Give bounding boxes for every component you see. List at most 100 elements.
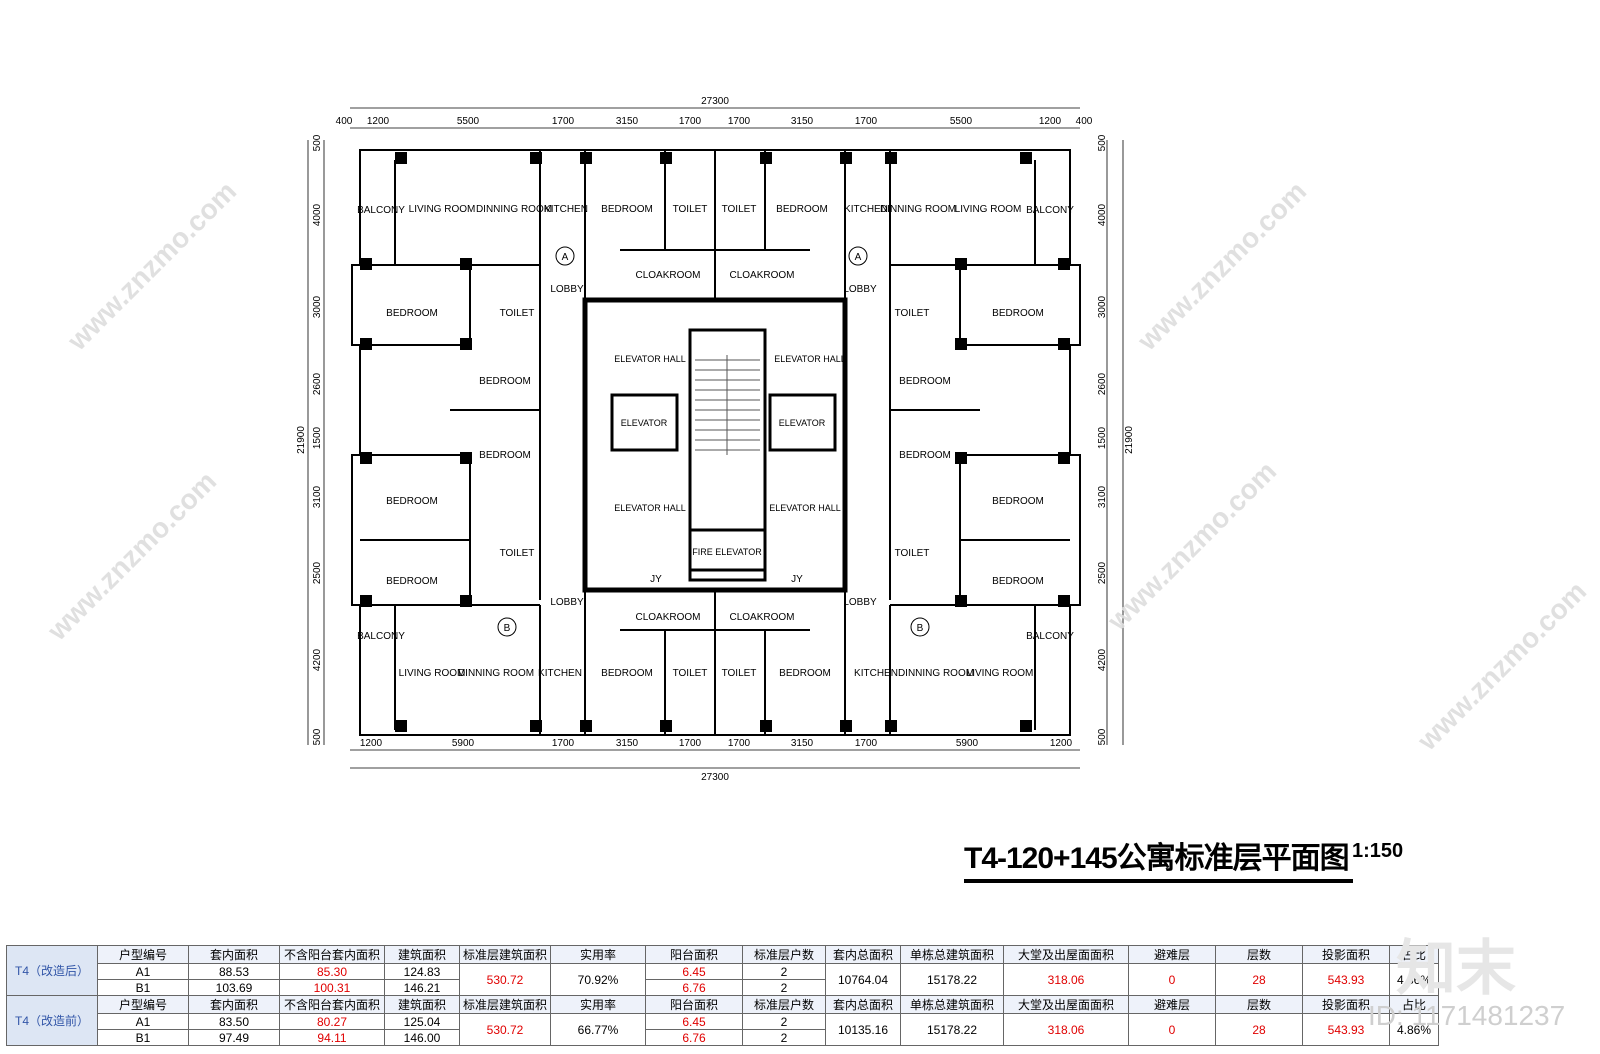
dim-right-7: 2500 [1097, 561, 1108, 584]
room-bedroom: BEDROOM [776, 204, 828, 215]
room-lobby: LOBBY [550, 597, 584, 608]
room-balcony: BALCONY [1026, 631, 1074, 642]
area-statistics-table: T4（改造后） 户型编号 套内面积 不含阳台套内面积 建筑面积 标准层建筑面积 … [6, 945, 1439, 1046]
dim-bottom-7: 3150 [791, 738, 814, 749]
room-cloakroom: CLOAKROOM [635, 612, 700, 623]
cell-floor-area: 530.72 [459, 1013, 551, 1046]
floor-plan-drawing: 27300 400 1200 5500 1700 3150 1700 1700 … [296, 96, 1135, 783]
room-balcony: BALCONY [1026, 205, 1074, 216]
cell-inner: 83.50 [188, 1013, 280, 1030]
cell-type: A1 [97, 963, 189, 980]
header-cell: 套内总面积 [825, 995, 901, 1014]
cell-ratio: 4.86% [1389, 963, 1439, 996]
dim-bottom-6: 1700 [728, 738, 751, 749]
room-bedroom: BEDROOM [479, 376, 531, 387]
table-header-row: T4（改造后） 户型编号 套内面积 不含阳台套内面积 建筑面积 标准层建筑面积 … [6, 945, 1439, 996]
cell-floors: 28 [1215, 1013, 1303, 1046]
dim-right-6: 3100 [1097, 485, 1108, 508]
room-elevator-hall: ELEVATOR HALL [614, 354, 686, 364]
dim-top-6: 1700 [679, 116, 702, 127]
cell-total-inner: 10764.04 [825, 963, 901, 996]
header-cell: 套内面积 [188, 945, 280, 964]
cell-floor-area: 530.72 [459, 963, 551, 996]
dim-total-bottom: 27300 [701, 772, 729, 783]
room-balcony: BALCONY [357, 631, 405, 642]
dim-left-total: 21900 [296, 426, 307, 454]
unit-markers [497, 246, 930, 637]
dim-left-9: 500 [312, 728, 323, 745]
header-cell: 投影面积 [1302, 945, 1390, 964]
dim-left-3: 3000 [312, 295, 323, 318]
brand-id: ID: 1171481237 [1368, 1000, 1566, 1031]
room-bedroom: BEDROOM [992, 496, 1044, 507]
unit-a-label: A [562, 252, 569, 263]
drawing-title-block: T4-120+145公寓标准层平面图 [964, 833, 1353, 883]
header-cell: 建筑面积 [384, 995, 460, 1014]
dim-bottom-9: 5900 [956, 738, 979, 749]
dim-bottom-4: 3150 [616, 738, 639, 749]
dim-top-7: 1700 [728, 116, 751, 127]
room-kitchen: KITCHEN [544, 204, 588, 215]
header-cell: 避难层 [1128, 945, 1216, 964]
header-cell: 大堂及出屋面面积 [1003, 945, 1129, 964]
room-kitchen: KITCHEN [854, 668, 898, 679]
dim-right-4: 2600 [1097, 372, 1108, 395]
room-toilet: TOILET [895, 308, 930, 319]
cell-no-balcony: 100.31 [279, 979, 385, 996]
header-cell: 套内总面积 [825, 945, 901, 964]
header-cell: 标准层户数 [742, 995, 826, 1014]
cell-balcony: 6.45 [645, 963, 743, 980]
room-cloakroom: CLOAKROOM [635, 270, 700, 281]
cell-no-balcony: 85.30 [279, 963, 385, 980]
cell-balcony: 6.45 [645, 1013, 743, 1030]
room-toilet: TOILET [895, 548, 930, 559]
dim-bottom-5: 1700 [679, 738, 702, 749]
dim-bottom-1: 1200 [360, 738, 383, 749]
cell-usage: 66.77% [550, 1013, 646, 1046]
room-bedroom: BEDROOM [992, 308, 1044, 319]
header-cell: 实用率 [550, 995, 646, 1014]
cell-usage: 70.92% [550, 963, 646, 996]
header-cell: 阳台面积 [645, 995, 743, 1014]
cell-no-balcony: 80.27 [279, 1013, 385, 1030]
room-bedroom: BEDROOM [899, 450, 951, 461]
dim-top-2: 1200 [367, 116, 390, 127]
cell-building: 124.83 [384, 963, 460, 980]
room-elevator-hall: ELEVATOR HALL [769, 503, 841, 513]
room-elevator: ELEVATOR [779, 418, 826, 428]
table-row: B1 103.69 100.31 146.21 6.76 2 [7, 979, 1439, 996]
dim-top-8: 3150 [791, 116, 814, 127]
dim-top-3: 5500 [457, 116, 480, 127]
room-fire-elevator: FIRE ELEVATOR [692, 547, 762, 557]
room-elevator-hall: ELEVATOR HALL [614, 503, 686, 513]
stair-shaft [688, 328, 767, 572]
dim-bottom-2: 5900 [452, 738, 475, 749]
cell-refuge: 0 [1128, 963, 1216, 996]
room-cloakroom: CLOAKROOM [729, 270, 794, 281]
header-cell: 单栋总建筑面积 [900, 945, 1004, 964]
header-cell: 层数 [1215, 995, 1303, 1014]
header-cell: 实用率 [550, 945, 646, 964]
dim-left-4: 2600 [312, 372, 323, 395]
dim-right-8: 4200 [1097, 648, 1108, 671]
header-cell: 层数 [1215, 945, 1303, 964]
building-outline [351, 149, 1081, 736]
drawing-title: T4-120+145公寓标准层平面图 [964, 833, 1353, 883]
cell-refuge: 0 [1128, 1013, 1216, 1046]
table-row: B1 97.49 94.11 146.00 6.76 2 [7, 1029, 1439, 1046]
cell-total-building: 15178.22 [900, 1013, 1004, 1046]
dim-total-top: 27300 [701, 96, 729, 107]
cell-floors: 28 [1215, 963, 1303, 996]
header-cell: 户型编号 [97, 945, 189, 964]
unit-a-label: A [855, 252, 862, 263]
dim-top-1: 400 [336, 116, 353, 127]
room-bedroom: BEDROOM [779, 668, 831, 679]
cell-lobby-roof: 318.06 [1003, 963, 1129, 996]
dim-bottom-3: 1700 [552, 738, 575, 749]
room-toilet: TOILET [722, 204, 757, 215]
room-elevator-hall: ELEVATOR HALL [774, 354, 846, 364]
room-living: LIVING ROOM [409, 204, 476, 215]
header-cell: 户型编号 [97, 995, 189, 1014]
room-toilet: TOILET [500, 308, 535, 319]
columns [360, 152, 1070, 732]
